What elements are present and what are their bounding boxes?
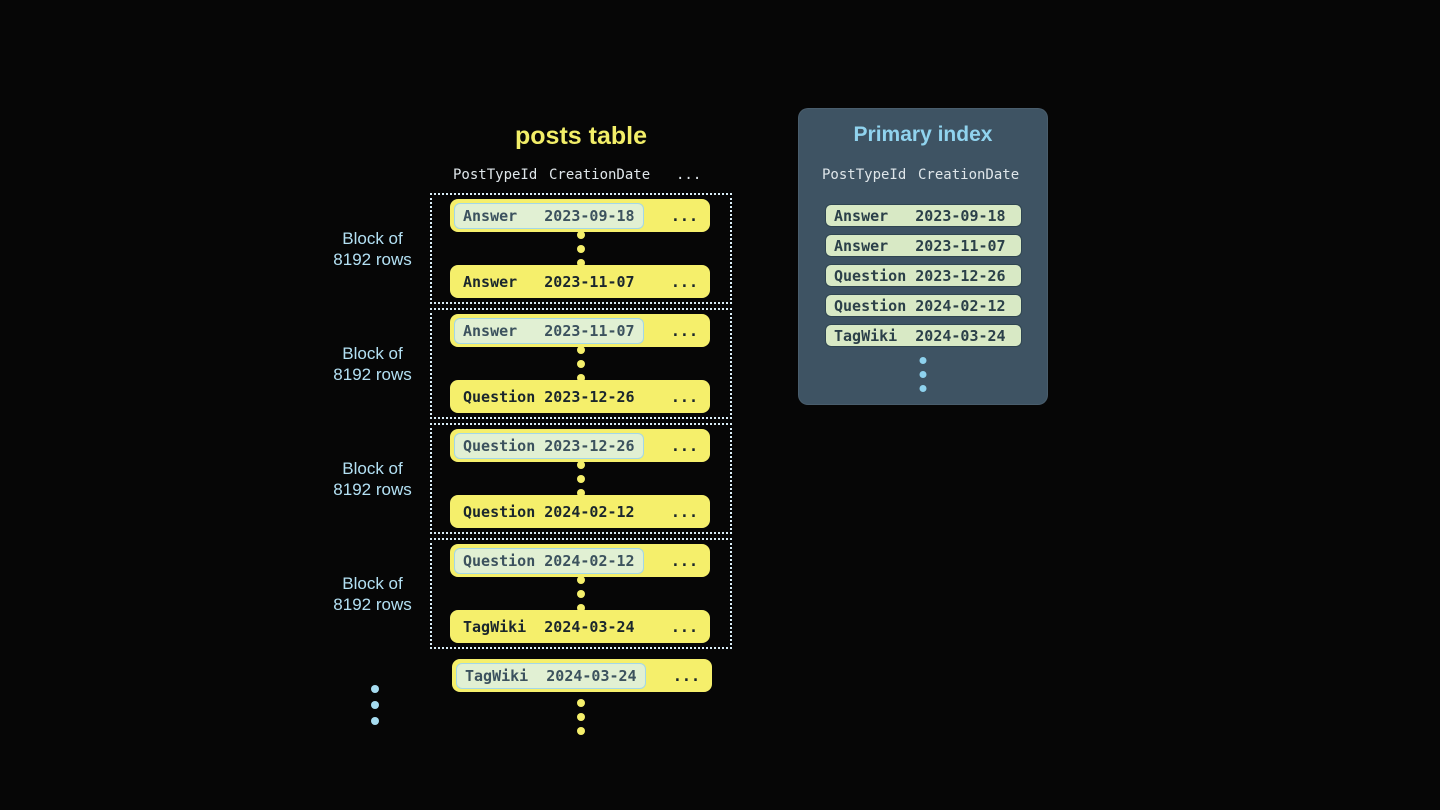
vertical-ellipsis-dots bbox=[577, 575, 585, 612]
index-date: 2024-02-12 bbox=[915, 296, 1006, 315]
row-ellipsis: ... bbox=[670, 617, 698, 636]
row-date: 2023-09-18 bbox=[544, 206, 635, 225]
block-label-2: Block of 8192 rows bbox=[333, 344, 412, 384]
posts-column-creationdate: CreationDate bbox=[549, 167, 651, 183]
row-ellipsis: ... bbox=[670, 436, 698, 455]
row-ellipsis: ... bbox=[670, 272, 698, 291]
row-date: 2024-03-24 bbox=[546, 666, 637, 685]
block-label-3: Block of 8192 rows bbox=[333, 459, 412, 499]
posts-column-more-ellipsis: ... bbox=[676, 167, 702, 183]
block-label-4: Block of 8192 rows bbox=[333, 574, 412, 614]
index-column-creationdate: CreationDate bbox=[918, 167, 1020, 183]
row-ellipsis: ... bbox=[670, 321, 698, 340]
index-date: 2023-12-26 bbox=[915, 266, 1006, 285]
row-ellipsis: ... bbox=[670, 387, 698, 406]
index-date: 2024-03-24 bbox=[915, 326, 1006, 345]
index-column-posttypeid: PostTypeId bbox=[822, 167, 907, 183]
row-date: 2023-11-07 bbox=[544, 321, 635, 340]
posts-column-posttypeid: PostTypeId bbox=[453, 167, 538, 183]
row-ellipsis: ... bbox=[670, 502, 698, 521]
vertical-ellipsis-dots bbox=[371, 685, 379, 725]
vertical-ellipsis-dots bbox=[919, 357, 927, 392]
vertical-ellipsis-dots bbox=[577, 230, 585, 267]
row-ellipsis: ... bbox=[670, 551, 698, 570]
row-date: 2023-12-26 bbox=[544, 387, 635, 406]
row-date: 2024-03-24 bbox=[544, 617, 635, 636]
vertical-ellipsis-dots bbox=[577, 699, 585, 735]
index-date: 2023-09-18 bbox=[915, 206, 1006, 225]
vertical-ellipsis-dots bbox=[577, 345, 585, 382]
row-date: 2023-11-07 bbox=[544, 272, 635, 291]
primary-index-title: Primary index bbox=[853, 123, 993, 146]
row-date: 2024-02-12 bbox=[544, 551, 635, 570]
row-date: 2023-12-26 bbox=[544, 436, 635, 455]
vertical-ellipsis-dots bbox=[577, 460, 585, 497]
row-ellipsis: ... bbox=[670, 206, 698, 225]
index-date: 2023-11-07 bbox=[915, 236, 1006, 255]
block-label-1: Block of 8192 rows bbox=[333, 229, 412, 269]
posts-table-title: posts table bbox=[515, 122, 647, 150]
row-ellipsis: ... bbox=[672, 666, 700, 685]
row-date: 2024-02-12 bbox=[544, 502, 635, 521]
